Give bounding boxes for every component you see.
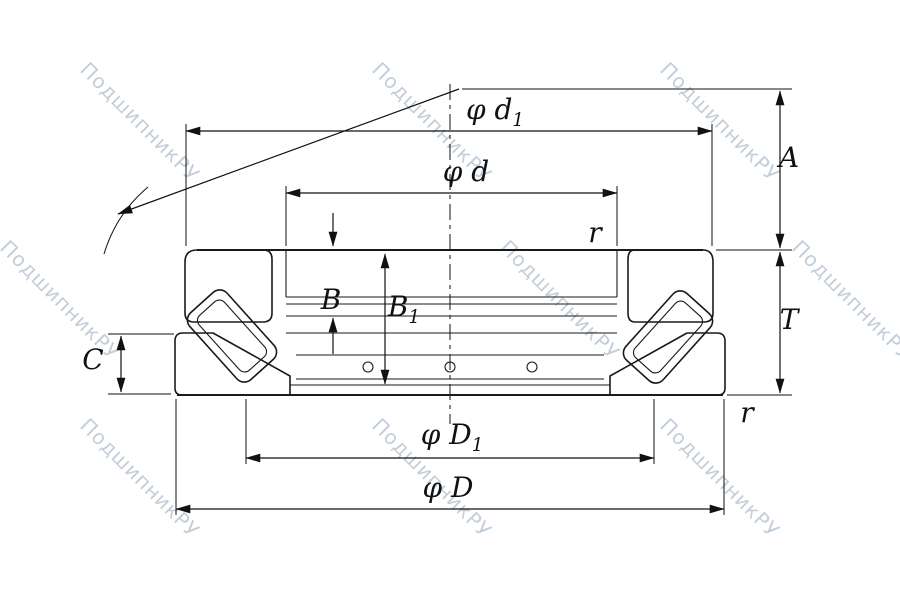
dimension-d1 xyxy=(185,124,713,246)
housing-washer-left-section xyxy=(174,332,291,396)
dimension-label-r-bottom: r xyxy=(740,396,754,430)
dimension-label-A: A xyxy=(778,141,800,175)
dimension-A xyxy=(462,88,792,251)
dimension-label-T: T xyxy=(779,303,799,337)
bearing-cross-section xyxy=(174,249,726,396)
dimension-label-D: φ D xyxy=(422,471,474,505)
shaft-washer-left-section xyxy=(184,249,273,323)
dimension-D1 xyxy=(245,399,655,464)
cage-rivet-left xyxy=(362,361,374,373)
dimension-d xyxy=(285,186,618,246)
roller-right xyxy=(622,290,714,384)
shaft-washer-right-section xyxy=(627,249,714,323)
dimension-label-d1: φ d1 xyxy=(465,93,525,131)
housing-washer-right-section xyxy=(609,332,726,396)
roller-left xyxy=(186,289,278,383)
dimension-label-D1: φ D1 xyxy=(420,418,484,456)
cage-rivet-center xyxy=(444,361,456,373)
dimension-C xyxy=(108,333,174,395)
dimension-label-B1: B1 xyxy=(387,290,421,328)
dimension-D xyxy=(175,399,725,515)
sphere-center-leader xyxy=(103,88,460,255)
dimension-label-d: φ d xyxy=(442,155,490,189)
dimension-label-B: B xyxy=(320,283,342,317)
cage-rivet-right xyxy=(526,361,538,373)
dimension-label-C: C xyxy=(82,343,104,377)
dimension-T xyxy=(727,251,792,396)
dimension-label-r-top: r xyxy=(588,216,602,250)
